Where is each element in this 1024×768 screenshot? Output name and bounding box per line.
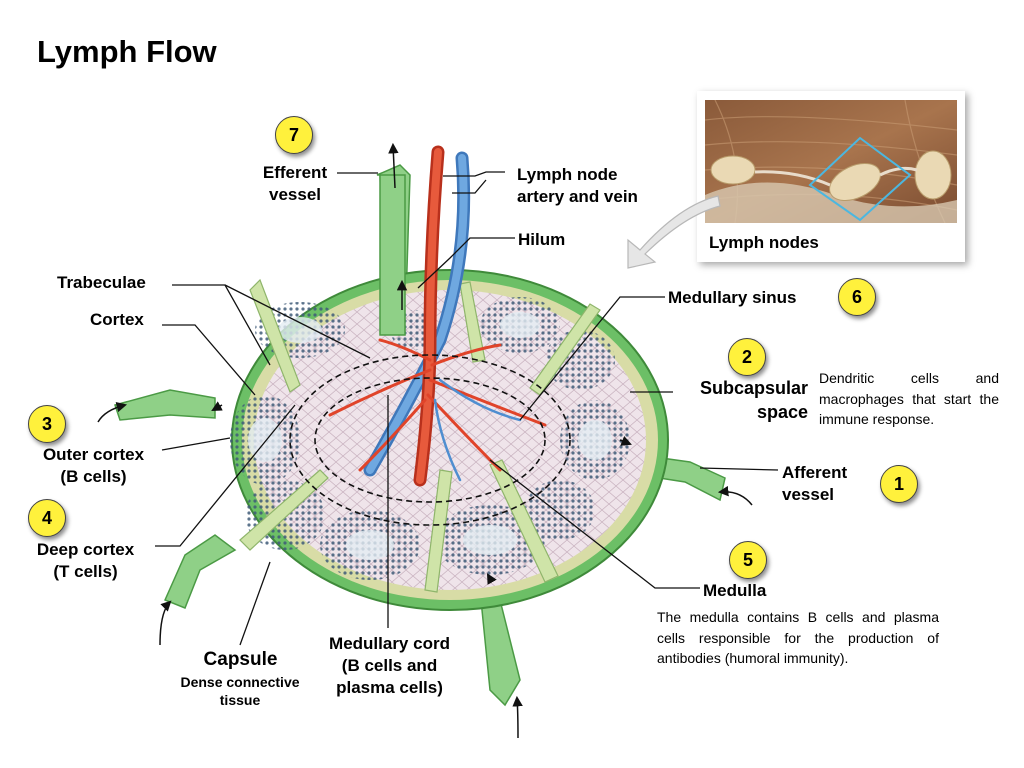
flow-arrow-icon	[97, 142, 753, 739]
label-deep-cortex: Deep cortex (T cells)	[36, 540, 135, 581]
step-badge-4: 4	[28, 499, 66, 537]
description-medulla: The medulla contains B cells and plasma …	[657, 609, 939, 666]
lymphoid-follicles	[230, 297, 630, 580]
lymph-node-photo	[705, 100, 957, 223]
label-medullary-cord: Medullary cord (B cells and plasma cells…	[329, 634, 450, 697]
step-badge-2: 2	[728, 338, 766, 376]
page-title: Lymph Flow	[37, 34, 217, 69]
label-capsule: Capsule	[203, 649, 278, 670]
photo-inset: Lymph nodes	[697, 91, 965, 262]
label-subcapsular-space: Subcapsular space	[699, 378, 808, 422]
label-hilum: Hilum	[518, 230, 566, 249]
step-badge-7: 7	[275, 116, 313, 154]
trabeculae-shapes	[239, 278, 601, 593]
photo-caption: Lymph nodes	[709, 233, 819, 252]
label-trabeculae: Trabeculae	[57, 273, 146, 292]
blood-vessels	[328, 145, 547, 487]
curved-arrow-icon	[627, 195, 721, 269]
label-medulla: Medulla	[703, 581, 767, 600]
label-capsule-sub: Dense connective tissue	[180, 674, 300, 708]
leader-lines	[155, 171, 779, 646]
step-badge-1: 1	[880, 465, 918, 503]
step-badge-6: 6	[838, 278, 876, 316]
label-efferent-vessel: Efferent vessel	[262, 163, 328, 204]
label-medullary-sinus: Medullary sinus	[668, 288, 797, 307]
label-afferent-vessel: Afferent vessel	[782, 463, 848, 504]
step-badge-5: 5	[729, 541, 767, 579]
label-outer-cortex: Outer cortex (B cells)	[42, 445, 145, 486]
step-badge-3: 3	[28, 405, 66, 443]
label-cortex: Cortex	[90, 310, 144, 329]
description-dendritic-cells: Dendritic cells and macrophages that sta…	[819, 370, 999, 427]
label-lymph-node-artery-vein: Lymph node artery and vein	[517, 165, 638, 206]
